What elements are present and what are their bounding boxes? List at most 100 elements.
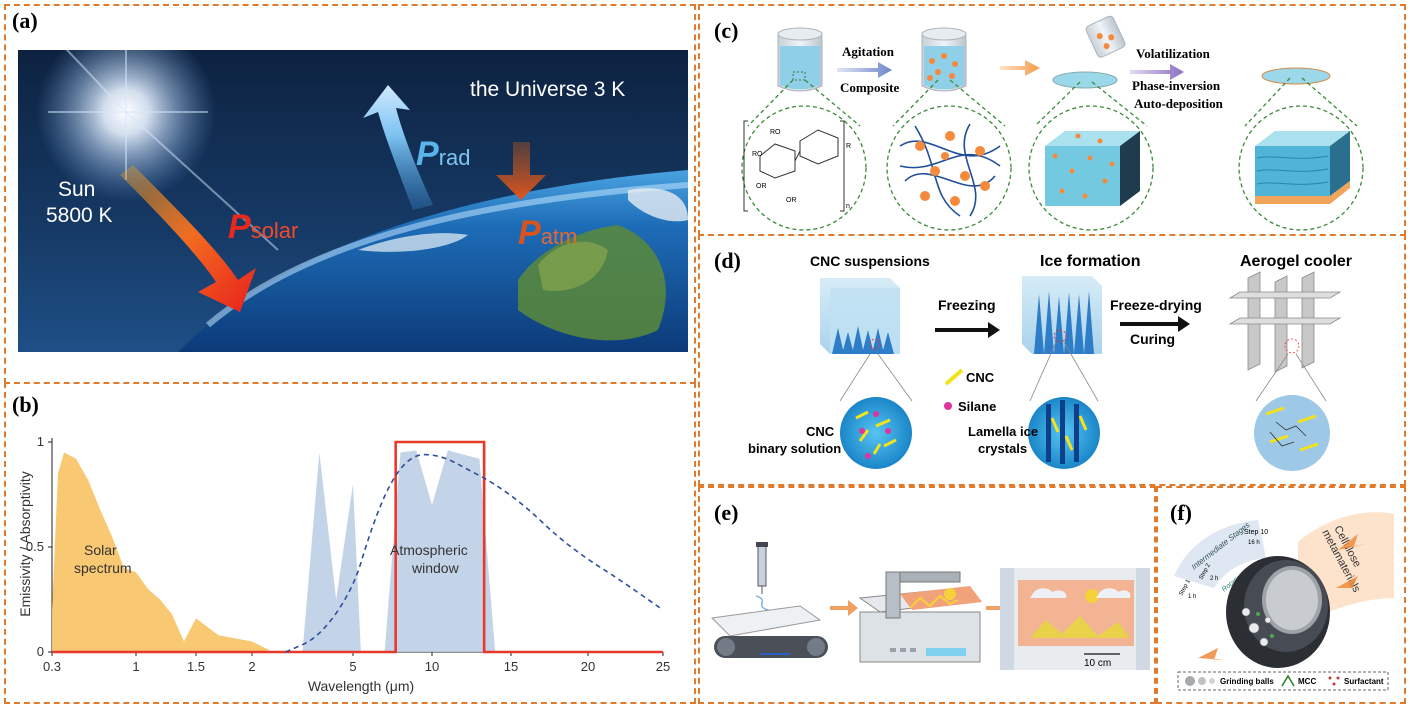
x-tick-label-2: 2 [248,659,255,674]
panel-a: (a) [4,4,696,384]
freeze-drying-label: Freeze-drying [1110,297,1202,313]
pouring-beaker [1085,15,1126,58]
p-atm-symbol: P [518,214,541,252]
chem-r: R [846,143,851,150]
porous-block-zoom [1028,105,1154,231]
y-tick-label-0: 0 [37,644,44,659]
atmospheric-window-label-2: window [411,560,460,576]
earth-radiation-illustration: Sun 5800 K the Universe 3 K Psolar Prad … [18,50,688,352]
freezing-label: Freezing [938,297,996,313]
printing-process-diagram: 10 cm [710,542,1150,670]
solar-spectrum-label-1: Solar [84,542,117,558]
svg-text:Prad: Prad [416,135,470,173]
panel-c: (c) Agitation Composite [698,4,1406,236]
scale-bar-label: 10 cm [1084,658,1111,669]
composite-label: Composite [840,80,899,95]
volatilization-label: Volatilization [1136,46,1211,61]
series-area-0 [52,452,269,652]
layered-film-zoom [1238,105,1364,231]
x-tick-label-15: 15 [504,659,518,674]
ice-formation-box [1022,276,1102,354]
panel-d-label: (d) [714,248,741,273]
svg-text:Patm: Patm [518,214,577,252]
cnc-suspension-box [820,278,900,354]
panel-a-label: (a) [12,8,38,33]
final-film-dish [1261,67,1331,85]
ball-milling-diagram: Cellulose metamaterials Intermediate Sta… [1174,512,1394,691]
binary-solution-label-1: CNC [806,424,835,439]
cast-film-dish [1052,71,1118,89]
cnc-suspensions-title: CNC suspensions [810,253,930,269]
panel-f: (f) Cellulose metamaterials Intermediate… [1156,486,1406,704]
sun-temp: 5800 K [46,204,113,227]
y-tick-label-1: 1 [37,434,44,449]
panel-d: (d) CNC suspensions Ice formation Aeroge… [698,234,1406,486]
panel-e: (e) [698,486,1156,704]
panel-c-label: (c) [714,18,739,43]
p-atm-sub: atm [541,224,578,249]
lamella-ice-zoom [1028,341,1100,469]
p-rad-sub: rad [439,145,471,170]
panel-b-label: (b) [12,392,39,417]
panel-e-label: (e) [714,500,739,525]
milling-jar [1226,556,1330,668]
aerogel-cooler-diagram: CNC suspensions Ice formation Aerogel co… [748,253,1352,471]
atmospheric-window-label-1: Atmospheric [390,542,468,558]
aerogel-cooler-title: Aerogel cooler [1240,253,1352,270]
curing-label: Curing [1130,331,1175,347]
x-tick-label-0.3: 0.3 [43,659,61,674]
legend-grinding-balls: Grinding balls [1220,677,1274,686]
x-tick-label-1: 1 [132,659,139,674]
sun-label: Sun [58,178,95,201]
chem-or-2: OR [786,197,797,204]
legend-mcc: MCC [1298,677,1316,686]
y-tick-label-0.5: 0.5 [26,539,44,554]
auto-deposition-label: Auto-deposition [1134,96,1224,111]
aerogel-structure [1228,271,1342,373]
svg-text:Psolar: Psolar [228,208,298,246]
p-solar-symbol: P [228,208,251,246]
x-tick-label-10: 10 [425,659,439,674]
chem-ro-2: RO [752,151,763,158]
chem-or-1: OR [756,183,767,190]
chem-n: n [846,203,850,210]
cellulose-structure-zoom: RO RO OR OR R n [741,105,867,231]
beaker-solution [777,27,823,92]
legend-box [1177,671,1389,691]
x-tick-label-20: 20 [581,659,595,674]
membrane-fabrication-diagram: Agitation Composite Volatilization Phase… [741,15,1364,231]
composite-network-zoom [886,105,1012,231]
p-rad-symbol: P [416,135,439,173]
solar-spectrum-label-2: spectrum [74,560,132,576]
chem-ro-1: RO [770,129,781,136]
p-solar-sub: solar [251,218,299,243]
universe-label: the Universe 3 K [470,78,625,101]
x-axis-title: Wavelength (μm) [308,678,414,694]
x-tick-label-1.5: 1.5 [187,659,205,674]
printed-sample-photo: 10 cm [1000,568,1150,670]
step2-time: 2 h [1210,576,1218,582]
legend-silane: Silane [958,399,996,414]
lamella-ice-label-1: Lamella ice [968,424,1038,439]
beaker-composite [921,27,967,92]
x-tick-label-25: 25 [656,659,670,674]
lamella-ice-label-2: crystals [978,441,1027,456]
binary-solution-zoom [839,353,913,469]
syringe-conveyor [710,542,828,658]
series-curve-3 [285,453,664,653]
phase-inversion-label: Phase-inversion [1132,78,1221,93]
series-line-2 [52,440,663,654]
step10-time: 16 h [1248,540,1260,546]
panel-f-label: (f) [1170,500,1192,525]
x-tick-label-5: 5 [349,659,356,674]
agitation-label: Agitation [842,44,895,59]
ice-formation-title: Ice formation [1040,253,1140,270]
step10-label: Step 10 [1244,529,1268,536]
stages-fan [1174,520,1266,588]
series-area-1 [302,450,496,652]
step1-time: 1 h [1188,594,1196,600]
aerogel-crosslink-zoom [1254,353,1330,471]
legend-surfactant: Surfactant [1344,677,1384,686]
